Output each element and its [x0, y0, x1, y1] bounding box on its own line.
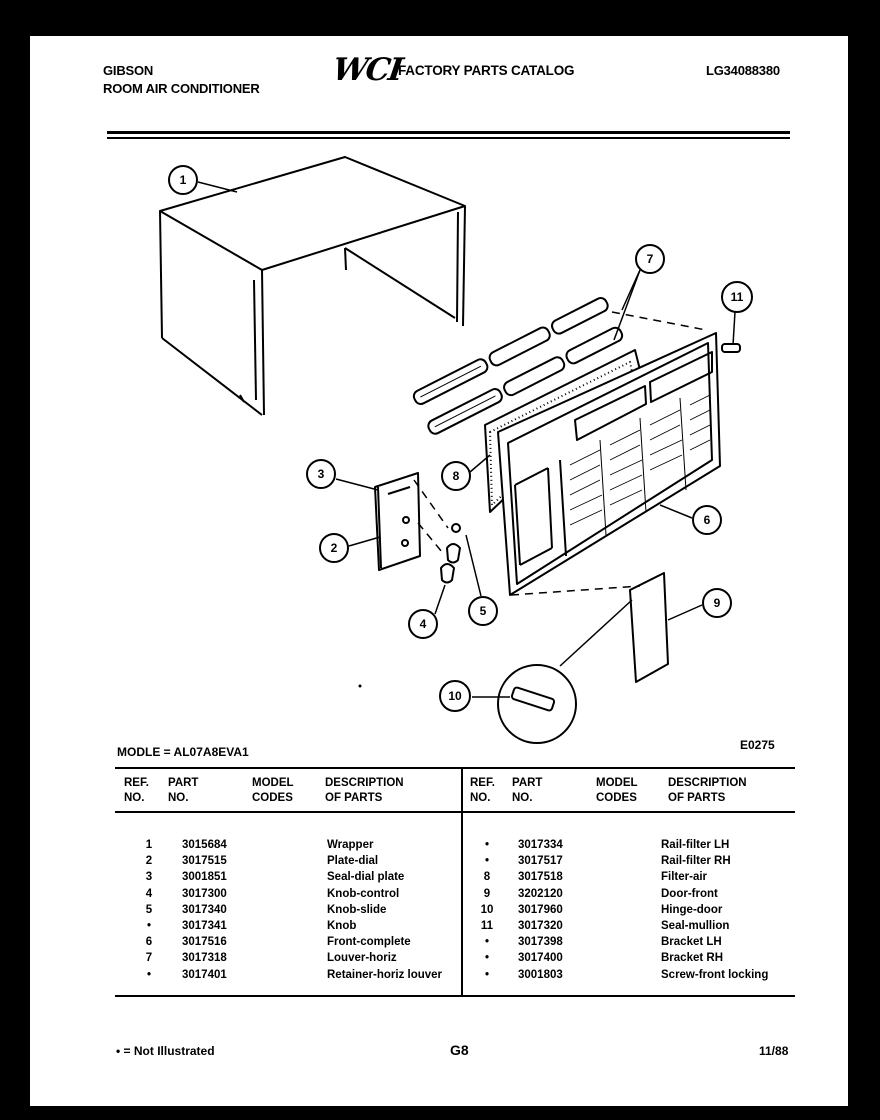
brand-name: GIBSON [103, 63, 154, 78]
wrapper-part [159, 156, 466, 416]
callout-1: 1 [180, 173, 187, 187]
door-front-part [629, 572, 669, 683]
table-rule-header [115, 811, 795, 813]
dial-plate-part [374, 472, 421, 571]
callout-2: 2 [331, 541, 338, 555]
knobs-part [440, 523, 461, 584]
table-rule-bottom [115, 995, 795, 997]
callout-8: 8 [453, 469, 460, 483]
callout-7: 7 [647, 252, 654, 266]
header-rule-top [107, 131, 790, 134]
page-number: G8 [450, 1042, 469, 1058]
col-ref-right: REF.NO. [470, 777, 495, 804]
table-divider [461, 767, 463, 997]
callout-3: 3 [318, 467, 325, 481]
callout-10: 10 [448, 689, 462, 703]
callout-4: 4 [420, 617, 427, 631]
front-complete-part [497, 332, 721, 596]
callout-5: 5 [480, 604, 487, 618]
col-ref-left: REF.NO. [124, 777, 149, 804]
table-rule-top [115, 767, 795, 769]
footnote-not-illustrated: • = Not Illustrated [116, 1044, 215, 1058]
hinge-detail [497, 664, 577, 744]
print-date: 11/88 [759, 1044, 789, 1058]
seal-mullion-part [721, 343, 741, 353]
model-line: MODLE = AL07A8EVA1 [117, 745, 249, 759]
catalog-title: FACTORY PARTS CATALOG [398, 63, 575, 78]
callout-6: 6 [704, 513, 711, 527]
product-name: ROOM AIR CONDITIONER [103, 81, 260, 96]
callout-9: 9 [714, 596, 721, 610]
callout-11: 11 [731, 290, 744, 304]
catalog-number: LG34088380 [706, 63, 780, 78]
diagram-code: E0275 [740, 738, 775, 752]
louvers-part [412, 297, 624, 435]
header-rule-bottom [107, 137, 790, 139]
